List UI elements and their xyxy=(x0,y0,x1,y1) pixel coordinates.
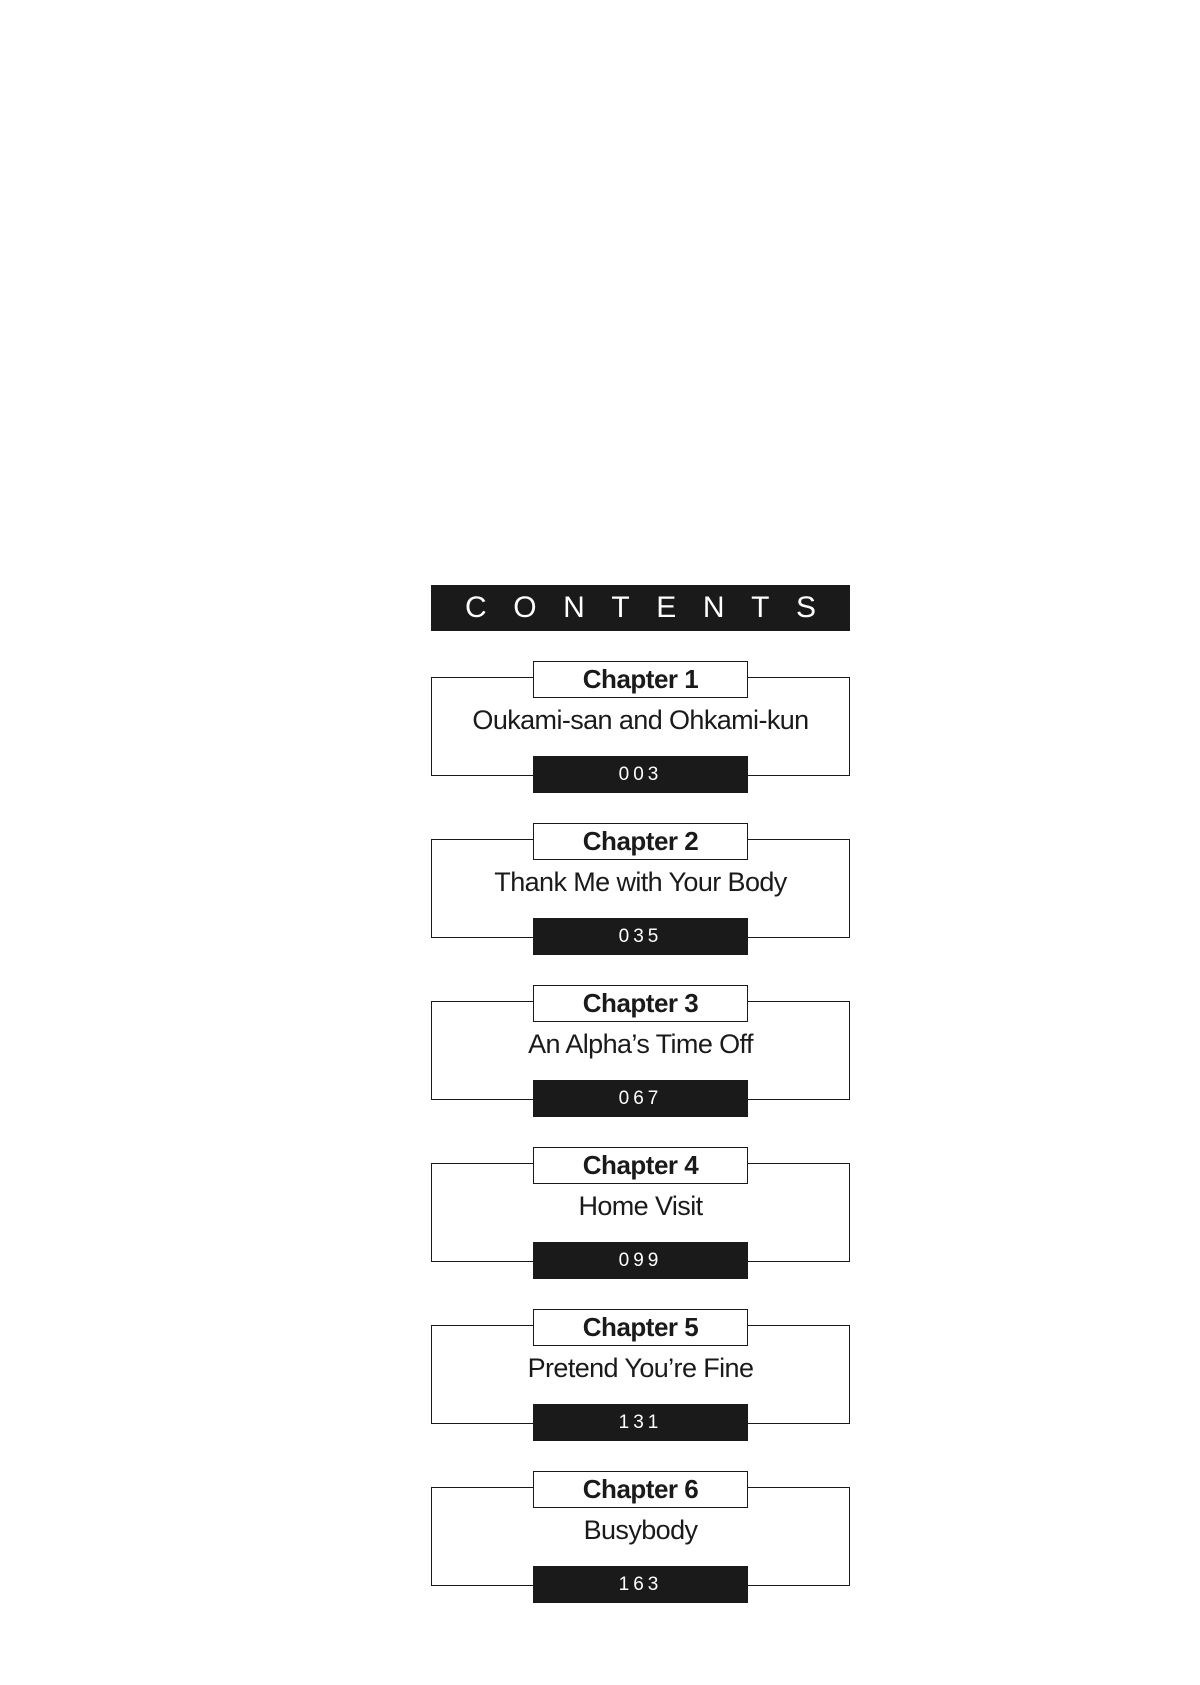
chapter-title: Busybody xyxy=(583,1515,698,1545)
chapter-title: Thank Me with Your Body xyxy=(494,867,787,897)
page-number: 003 xyxy=(533,756,748,793)
page-number: 163 xyxy=(533,1566,748,1603)
contents-heading-letter: E xyxy=(656,591,677,624)
chapter-label: Chapter 5 xyxy=(533,1309,748,1346)
toc-entry-chapter-4[interactable]: Chapter 4 Home Visit 099 xyxy=(431,1147,850,1279)
chapter-title: Home Visit xyxy=(578,1191,703,1221)
chapter-title: An Alpha’s Time Off xyxy=(528,1029,753,1059)
page-number: 099 xyxy=(533,1242,748,1279)
chapter-label: Chapter 6 xyxy=(533,1471,748,1508)
page-number: 067 xyxy=(533,1080,748,1117)
page-number: 035 xyxy=(533,918,748,955)
toc-entry-chapter-1[interactable]: Chapter 1 Oukami-san and Ohkami-kun 003 xyxy=(431,661,850,793)
toc-entry-chapter-2[interactable]: Chapter 2 Thank Me with Your Body 035 xyxy=(431,823,850,955)
chapter-label: Chapter 4 xyxy=(533,1147,748,1184)
contents-heading-letter: N xyxy=(563,591,585,624)
contents-heading-letter: T xyxy=(751,591,770,624)
chapter-title: Oukami-san and Ohkami-kun xyxy=(472,705,809,735)
contents-heading: C O N T E N T S xyxy=(431,585,850,631)
contents-heading-letter: N xyxy=(702,591,725,624)
chapter-title: Pretend You’re Fine xyxy=(527,1353,754,1383)
contents-heading-letter: O xyxy=(513,591,537,624)
contents-heading-letter: S xyxy=(795,591,816,624)
table-of-contents: Chapter 1 Oukami-san and Ohkami-kun 003 … xyxy=(431,661,850,1633)
chapter-label: Chapter 2 xyxy=(533,823,748,860)
page-number: 131 xyxy=(533,1404,748,1441)
toc-entry-chapter-6[interactable]: Chapter 6 Busybody 163 xyxy=(431,1471,850,1603)
toc-entry-chapter-5[interactable]: Chapter 5 Pretend You’re Fine 131 xyxy=(431,1309,850,1441)
chapter-label: Chapter 3 xyxy=(533,985,748,1022)
toc-entry-chapter-3[interactable]: Chapter 3 An Alpha’s Time Off 067 xyxy=(431,985,850,1117)
contents-heading-letter: T xyxy=(611,591,630,624)
contents-heading-letter: C xyxy=(465,591,487,624)
chapter-label: Chapter 1 xyxy=(533,661,748,698)
